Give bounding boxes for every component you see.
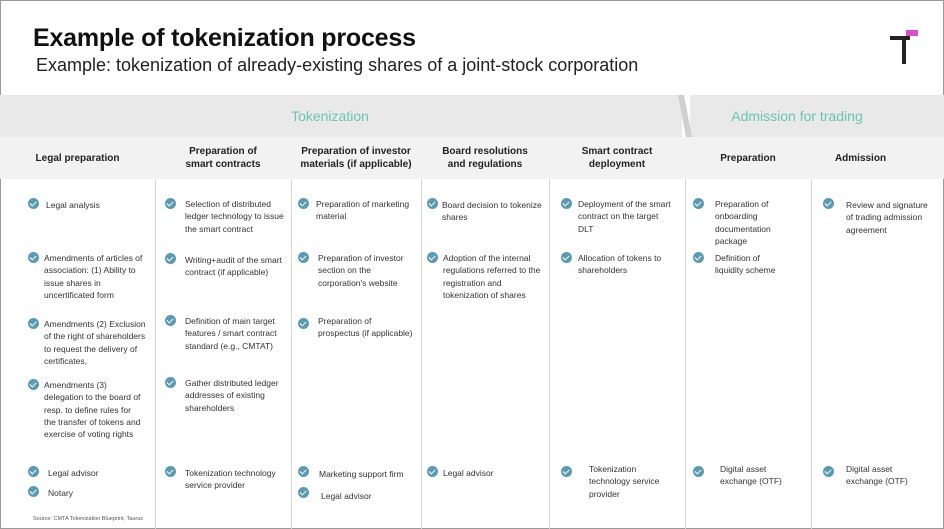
provider-item: Digital asset exchange (OTF) xyxy=(846,464,908,487)
check-icon xyxy=(165,198,176,209)
check-icon xyxy=(28,198,39,209)
check-icon xyxy=(693,252,704,263)
check-icon xyxy=(28,466,39,477)
column-header-band xyxy=(0,137,944,179)
check-icon xyxy=(165,315,176,326)
check-icon xyxy=(298,466,309,477)
task-item: Adoption of the internal regulations ref… xyxy=(443,253,541,300)
check-icon xyxy=(561,252,572,263)
column-divider xyxy=(811,179,812,529)
check-icon xyxy=(165,253,176,264)
task-item: Selection of distributed ledger technolo… xyxy=(185,199,284,234)
check-icon xyxy=(427,466,438,477)
column-heading-preparation: Preparation xyxy=(720,152,776,164)
check-icon xyxy=(28,318,39,329)
column-divider xyxy=(421,179,422,529)
check-icon xyxy=(298,487,309,498)
provider-item: Tokenization technology service provider xyxy=(185,468,276,491)
task-item: Amendments (3) delegation to the board o… xyxy=(44,380,141,440)
provider-item: Notary xyxy=(48,488,74,498)
column-divider xyxy=(549,179,550,529)
column-heading-investor-materials: Preparation of investor materials (if ap… xyxy=(300,146,412,170)
check-icon xyxy=(298,318,309,329)
brand-logo xyxy=(890,30,920,66)
tokenization-phase-band xyxy=(0,95,682,137)
check-icon xyxy=(693,198,704,209)
column-heading-board-resolutions: Board resolutions and regulations xyxy=(442,146,528,170)
page-subtitle: Example: tokenization of already-existin… xyxy=(36,55,639,75)
check-icon xyxy=(561,466,572,477)
task-item: Deployment of the smart contract on the … xyxy=(578,199,671,234)
column-heading-contract-deployment: Smart contract deployment xyxy=(581,146,653,170)
task-item: Board decision to tokenize shares xyxy=(442,200,542,223)
task-item: Preparation of onboarding documentation … xyxy=(715,199,771,246)
provider-item: Marketing support firm xyxy=(319,469,404,479)
task-item: Review and signature of trading admissio… xyxy=(846,200,928,235)
column-divider xyxy=(685,179,686,529)
task-item: Legal analysis xyxy=(46,200,100,210)
column-heading-admission: Admission xyxy=(834,152,887,164)
check-icon xyxy=(28,379,39,390)
check-icon xyxy=(823,198,834,209)
admission-phase-band xyxy=(690,95,944,137)
provider-item: Tokenization technology service provider xyxy=(589,464,660,499)
task-item: Preparation of marketing material xyxy=(316,199,410,222)
task-item: Preparation of investor section on the c… xyxy=(318,253,404,288)
task-item: Definition of main target features / sma… xyxy=(185,316,277,351)
check-icon xyxy=(561,198,572,209)
task-item: Amendments (2) Exclusion of the right of… xyxy=(44,319,146,366)
phase-label-tokenization: Tokenization xyxy=(291,108,369,124)
task-item: Gather distributed ledger addresses of e… xyxy=(185,378,279,413)
check-icon xyxy=(165,466,176,477)
task-item: Preparation of prospectus (if applicable… xyxy=(318,316,413,339)
task-item: Amendments of articles of association: (… xyxy=(44,253,143,300)
source-note: Source: CMTA Tokenization Blueprint, Tau… xyxy=(33,516,144,522)
check-icon xyxy=(693,466,704,477)
check-icon xyxy=(298,198,309,209)
column-heading-legal-preparation: Legal preparation xyxy=(35,152,120,164)
check-icon xyxy=(298,252,309,263)
page-title: Example of tokenization process xyxy=(33,24,416,52)
phase-label-admission: Admission for trading xyxy=(731,108,863,124)
column-divider xyxy=(291,179,292,529)
check-icon xyxy=(427,252,438,263)
provider-item: Legal advisor xyxy=(48,468,99,478)
check-icon xyxy=(165,377,176,388)
check-icon xyxy=(823,466,834,477)
column-heading-smart-contracts: Preparation of smart contracts xyxy=(185,146,261,170)
check-icon xyxy=(28,252,39,263)
provider-item: Digital asset exchange (OTF) xyxy=(720,464,782,487)
provider-item: Legal advisor xyxy=(443,468,494,478)
check-icon xyxy=(427,198,438,209)
task-item: Definition of liquidity scheme xyxy=(715,253,776,276)
task-item: Writing+audit of the smart contract (if … xyxy=(185,255,282,278)
provider-item: Legal advisor xyxy=(321,491,372,501)
check-icon xyxy=(28,486,39,497)
column-divider xyxy=(155,179,156,529)
task-item: Allocation of tokens to shareholders xyxy=(578,253,662,276)
